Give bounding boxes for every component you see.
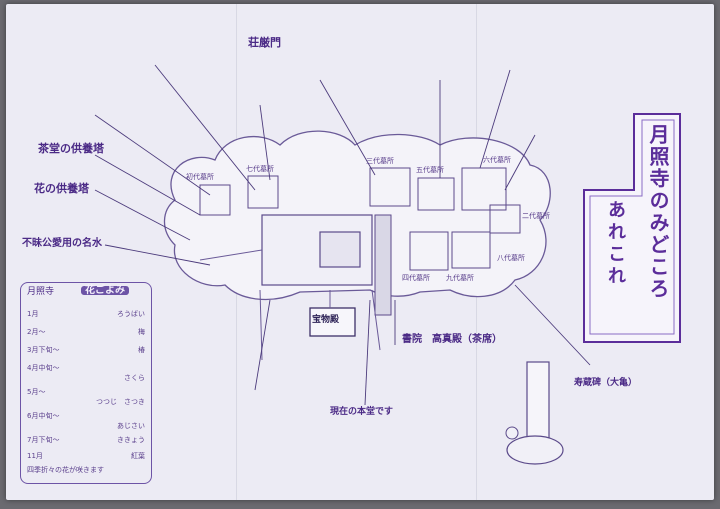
calendar-month: 4月中旬〜 <box>27 364 60 372</box>
tomb-5 <box>417 177 455 211</box>
calendar-flower: ききょう <box>117 436 145 444</box>
label-rokudai: 六代墓所 <box>483 156 511 164</box>
flower-calendar: 月照寺 花ごよみ 1月 ろうばい 2月〜 梅 3月下旬〜 椿 4月中旬〜 さくら… <box>20 282 152 484</box>
takaramono-building <box>309 307 356 337</box>
label-nidai: 二代墓所 <box>522 212 550 220</box>
paths <box>199 249 381 361</box>
calendar-flower: あじさい <box>117 422 145 430</box>
calendar-month: 6月中旬〜 <box>27 412 60 420</box>
label-yondai: 四代墓所 <box>402 274 430 282</box>
title-panel: 月照寺のみどころ あれこれ <box>582 112 682 344</box>
label-shodai: 初代墓所 <box>186 173 214 181</box>
label-sandai: 三代墓所 <box>366 157 394 165</box>
title-frame <box>583 113 681 343</box>
calendar-month: 1月 <box>27 310 39 318</box>
calendar-title-prefix: 月照寺 <box>27 287 55 297</box>
calendar-flower: 梅 <box>138 328 145 336</box>
heading-hana: 花の供養塔 <box>34 182 89 195</box>
heading-sandou: 茶堂の供養塔 <box>38 142 104 155</box>
hondo-building <box>319 231 361 268</box>
calendar-month: 5月〜 <box>27 388 46 396</box>
tomb-8 <box>451 231 491 269</box>
calendar-title-tag: 花ごよみ <box>81 286 129 296</box>
title-line2: あれこれ <box>605 200 626 288</box>
tomb-3 <box>369 167 411 207</box>
calendar-month: 2月〜 <box>27 328 46 336</box>
calendar-month: 7月下旬〜 <box>27 436 60 444</box>
calendar-month: 3月下旬〜 <box>27 346 60 354</box>
calendar-flower: ろうばい <box>117 310 145 318</box>
tomb-2 <box>409 231 449 271</box>
heading-kinen: 荘厳門 <box>248 36 281 49</box>
label-kudai: 九代墓所 <box>446 274 474 282</box>
label-godai: 五代墓所 <box>416 166 444 174</box>
heading-shoin: 書院 高真殿（茶席） <box>402 334 502 345</box>
label-takaramono: 宝物殿 <box>312 315 340 325</box>
leader-lines <box>94 64 591 406</box>
turtle-head <box>505 426 519 440</box>
calendar-flower: 紅葉 <box>131 452 145 460</box>
calendar-month: 11月 <box>27 452 43 460</box>
heading-kame: 寿蔵碑（大亀） <box>574 378 638 388</box>
heading-fumei: 不昧公愛用の名水 <box>22 238 102 249</box>
calendar-flower: 椿 <box>138 346 145 354</box>
label-hachidai: 八代墓所 <box>497 254 525 262</box>
tomb-1 <box>199 184 231 216</box>
corridor <box>374 214 392 316</box>
calendar-flower: さくら <box>124 374 145 382</box>
tomb-9 <box>489 204 521 234</box>
turtle-body <box>506 435 564 465</box>
title-line1: 月照寺のみどころ <box>646 124 670 300</box>
heading-hondo: 現在の本堂です <box>330 407 394 417</box>
stele <box>526 361 550 441</box>
tomb-7 <box>247 175 279 209</box>
calendar-flower: つつじ さつき <box>96 398 145 406</box>
label-nanadai: 七代墓所 <box>246 165 274 173</box>
calendar-footer: 四季折々の花が咲きます <box>27 466 104 474</box>
